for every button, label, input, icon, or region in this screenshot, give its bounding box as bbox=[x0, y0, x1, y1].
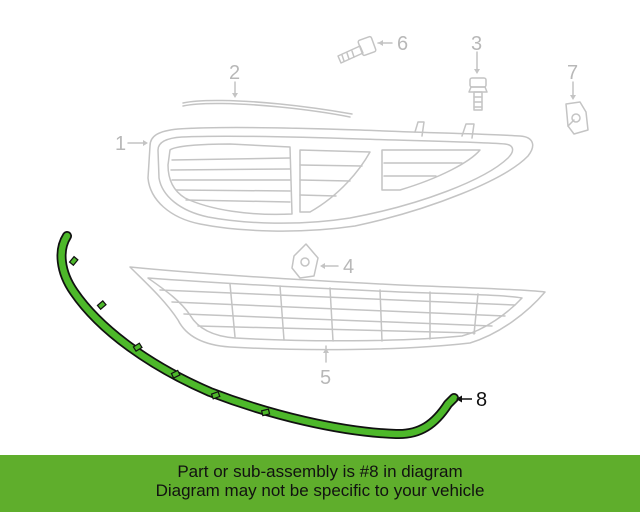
part-2-seal[interactable] bbox=[182, 81, 353, 118]
part-3-bolt[interactable] bbox=[468, 51, 488, 111]
callout-2: 2 bbox=[229, 62, 240, 84]
part-6-bolt[interactable] bbox=[337, 35, 393, 64]
info-banner: Part or sub-assembly is #8 in diagram Di… bbox=[0, 455, 640, 512]
callout-5: 5 bbox=[320, 367, 331, 389]
callout-8: 8 bbox=[476, 389, 487, 411]
callout-6: 6 bbox=[397, 33, 408, 55]
part-4-clip[interactable] bbox=[291, 243, 339, 279]
callout-4: 4 bbox=[343, 256, 354, 278]
banner-line-1: Part or sub-assembly is #8 in diagram bbox=[177, 462, 463, 481]
callout-3: 3 bbox=[471, 33, 482, 55]
part-8-molding-highlighted[interactable] bbox=[56, 231, 472, 440]
callout-1: 1 bbox=[115, 133, 126, 155]
part-1-upper-grille[interactable] bbox=[127, 121, 534, 232]
part-5-lower-grille[interactable] bbox=[129, 266, 546, 363]
callout-7: 7 bbox=[567, 62, 578, 84]
part-7-clip[interactable] bbox=[565, 81, 589, 135]
parts-diagram: 1 2 3 4 5 6 7 8 bbox=[56, 33, 589, 440]
banner-line-2: Diagram may not be specific to your vehi… bbox=[155, 481, 485, 500]
